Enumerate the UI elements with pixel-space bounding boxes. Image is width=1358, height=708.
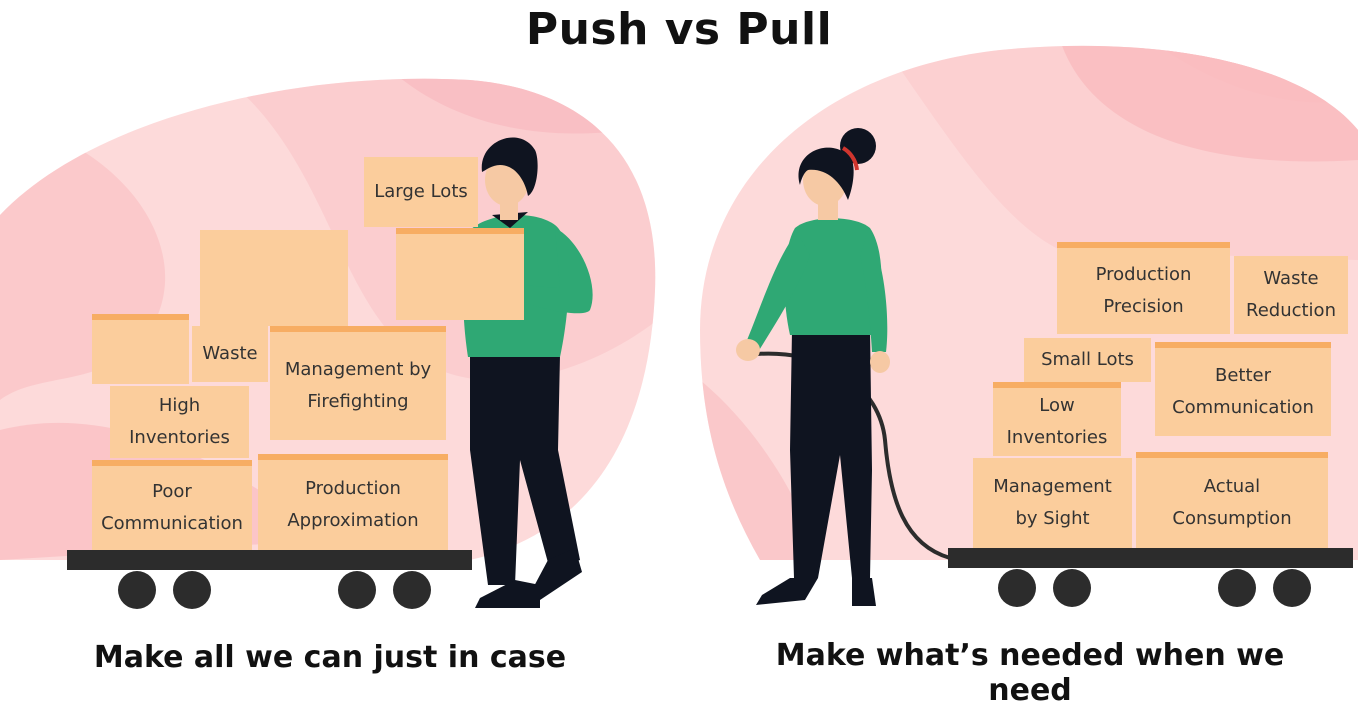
cart-wheel — [1053, 569, 1091, 607]
push-box-production-approximation: Production Approximation — [258, 454, 448, 550]
push-box-blank — [92, 314, 189, 384]
pull-box-management-by-sight: Management by Sight — [973, 458, 1132, 548]
push-box-poor-communication: Poor Communication — [92, 460, 252, 550]
push-box-carried — [396, 228, 524, 320]
pull-caption: Make what’s needed when we need — [775, 638, 1285, 708]
cart-wheel — [173, 571, 211, 609]
man-figure — [463, 137, 593, 608]
pull-box-small-lots: Small Lots — [1024, 338, 1151, 382]
diagram-title: Push vs Pull — [525, 4, 833, 55]
pull-box-better-communication: Better Communication — [1155, 342, 1331, 436]
cart-wheel — [118, 571, 156, 609]
push-box-blank — [200, 230, 348, 326]
cart-wheel — [1218, 569, 1256, 607]
push-box-high-inventories: High Inventories — [110, 386, 249, 458]
pull-box-actual-consumption: Actual Consumption — [1136, 452, 1328, 548]
cart-wheel — [1273, 569, 1311, 607]
woman-figure — [736, 128, 890, 606]
cart-wheel — [338, 571, 376, 609]
push-box-large-lots: Large Lots — [364, 157, 478, 227]
push-caption: Make all we can just in case — [93, 640, 567, 675]
pull-box-production-precision: Production Precision — [1057, 242, 1230, 334]
pull-cart — [744, 351, 1353, 607]
pull-box-low-inventories: Low Inventories — [993, 382, 1121, 456]
pull-box-waste-reduction: Waste Reduction — [1234, 256, 1348, 334]
push-box-waste: Waste — [192, 326, 268, 382]
cart-wheel — [998, 569, 1036, 607]
push-box-management-by-firefighting: Management by Firefighting — [270, 326, 446, 440]
cart-wheel — [393, 571, 431, 609]
push-cart — [67, 550, 472, 609]
